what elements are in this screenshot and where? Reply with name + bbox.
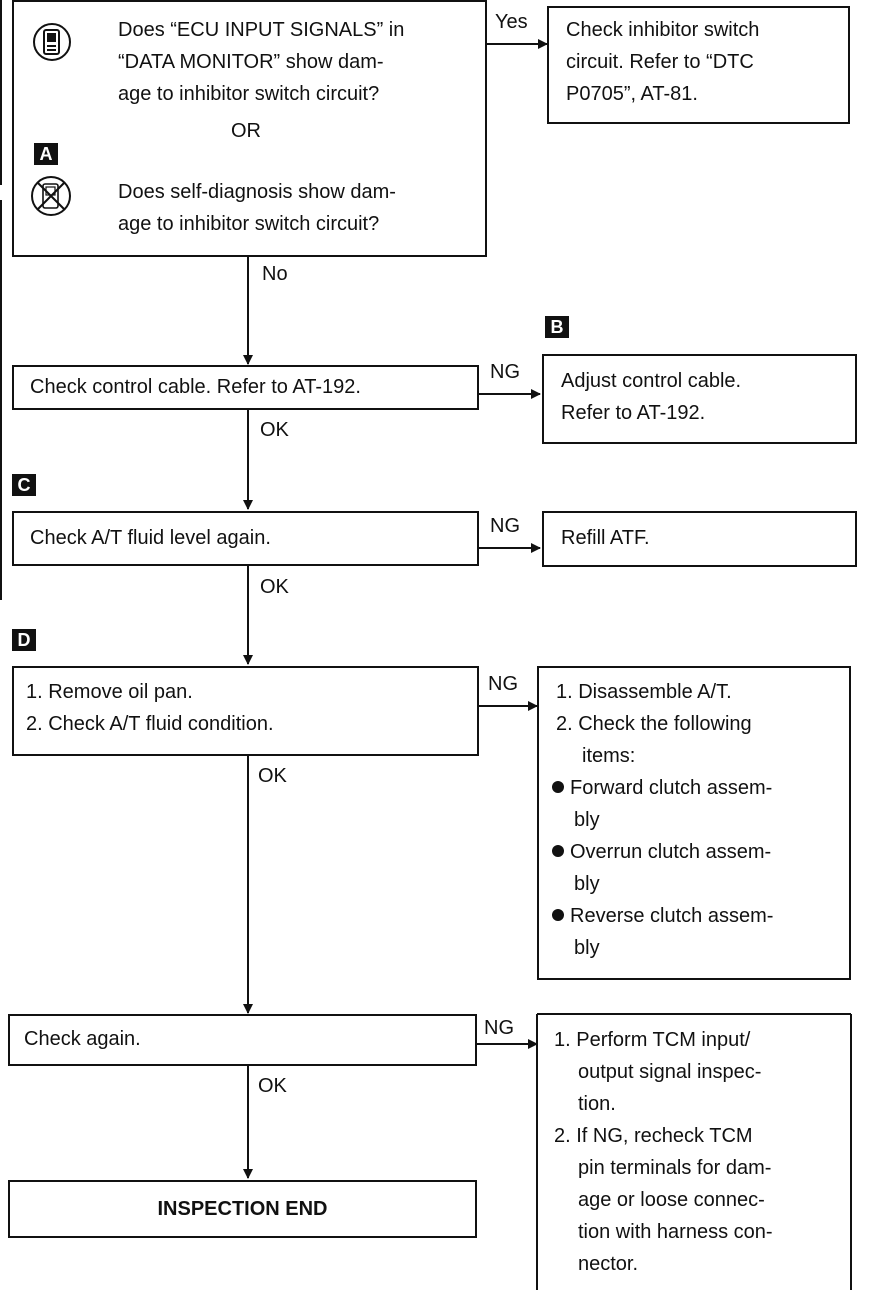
or-label: OR [231,120,261,142]
no-label: No [262,263,288,285]
r3-text: Refill ATF. [561,527,650,549]
q4-line-1: 1. Remove oil pan. [26,681,193,703]
r4-bullet-item: Overrun clutch assem- [552,836,771,868]
r5-line-2: output signal inspec- [578,1061,762,1083]
r4-bullet-cont: bly [574,937,600,959]
end-text: INSPECTION END [157,1198,328,1220]
q5-ok-label: OK [258,1075,287,1097]
q5-ng-label: NG [484,1017,514,1039]
margin-mark [0,0,2,185]
no-consult-tool-icon [30,175,72,217]
bullet-icon [552,844,564,857]
q4-line-2: 2. Check A/T fluid condition. [26,713,274,735]
bullet-icon [552,780,564,793]
r1-line-2: circuit. Refer to “DTC [566,51,754,73]
q1-nonconsult-line-2: age to inhibitor switch circuit? [118,213,380,235]
r5-line-3: tion. [578,1093,616,1115]
question-box-1 [12,0,487,257]
r5-line-5: pin terminals for dam- [578,1157,772,1179]
q3-text: Check A/T fluid level again. [30,527,271,549]
r5-line-1: 1. Perform TCM input/ [554,1029,751,1051]
result-box-4 [537,666,851,980]
r5-line-8: nector. [578,1253,639,1275]
r4-bullet-cont: bly [574,873,600,895]
step-marker-d: D [12,629,36,651]
result-box-3 [542,511,857,567]
r4-line-2: 2. Check the following [556,713,752,735]
bullet-icon [552,908,564,921]
q5-text: Check again. [24,1028,141,1050]
q1-nonconsult-line-1: Does self-diagnosis show dam- [118,181,396,203]
result-box-2 [542,354,857,444]
r2-line-2: Refer to AT-192. [561,402,706,424]
question-box-4 [12,666,479,756]
r2-line-1: Adjust control cable. [561,370,742,392]
r5-line-4: 2. If NG, recheck TCM [554,1125,753,1147]
q1-consult-line-3: age to inhibitor switch circuit? [118,83,380,105]
step-marker-b: B [545,316,569,338]
r5-line-7: tion with harness con- [578,1221,773,1243]
q4-ok-label: OK [258,765,287,787]
r4-line-1: 1. Disassemble A/T. [556,681,732,703]
r4-bullet-item: Reverse clutch assem- [552,900,773,932]
question-box-2 [12,365,479,410]
r1-line-1: Check inhibitor switch [566,19,760,41]
q2-text: Check control cable. Refer to AT-192. [30,376,361,398]
yes-label: Yes [495,11,528,33]
result-box-1 [547,6,850,124]
r4-bullet-item: Forward clutch assem- [552,772,772,804]
q4-ng-label: NG [488,673,518,695]
q2-ng-label: NG [490,361,520,383]
q3-ng-label: NG [490,515,520,537]
r5-line-6: age or loose connec- [578,1189,765,1211]
q3-ok-label: OK [260,576,289,598]
step-marker-c: C [12,474,36,496]
question-box-5 [8,1014,477,1066]
end-box [8,1180,477,1238]
consult-tool-icon [32,22,72,62]
q1-consult-line-2: “DATA MONITOR” show dam- [118,51,384,73]
q2-ok-label: OK [260,419,289,441]
step-marker-a: A [34,143,58,165]
margin-mark [0,200,2,600]
question-box-3 [12,511,479,566]
r4-bullet-cont: bly [574,809,600,831]
r4-line-3: items: [582,745,636,767]
q1-consult-line-1: Does “ECU INPUT SIGNALS” in [118,19,405,41]
r1-line-3: P0705”, AT-81. [566,83,698,105]
